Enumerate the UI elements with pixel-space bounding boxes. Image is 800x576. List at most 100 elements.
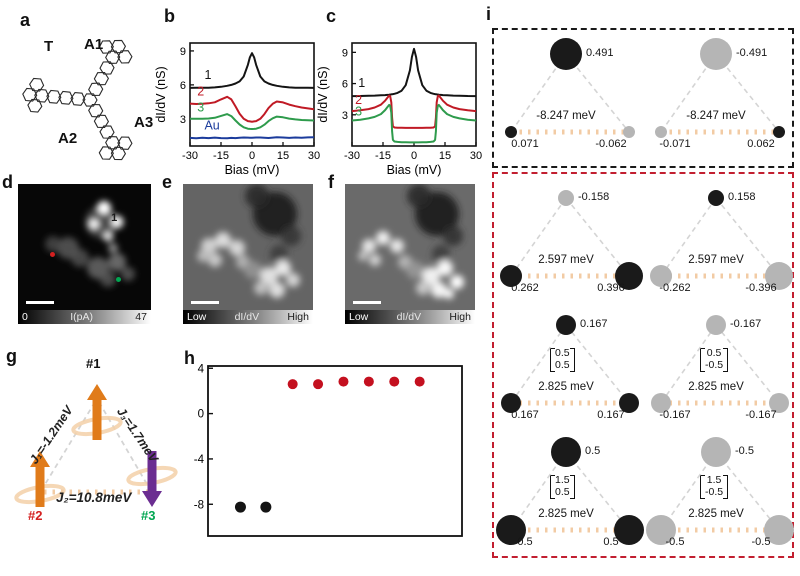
- spin-node-top: [708, 190, 724, 206]
- node-value-top: -0.167: [730, 318, 762, 330]
- stm-image-e-graphic: [183, 184, 313, 310]
- benzene-ring: [88, 82, 104, 97]
- x-tick-label: 30: [470, 150, 482, 162]
- x-axis-title: Bias (mV): [387, 163, 442, 177]
- marker-site-1: 1: [111, 212, 118, 225]
- triangle-graphic: [505, 38, 635, 138]
- data-point: [234, 501, 246, 513]
- series-label-Au: Au: [204, 119, 219, 133]
- data-point: [287, 379, 298, 390]
- series-label-1: 1: [204, 68, 211, 82]
- benzene-ring: [105, 136, 121, 150]
- triangle-edge: [660, 53, 717, 133]
- colorbar-f-label: dI/dV: [396, 311, 422, 323]
- node-value-bottom-left: -0.167: [659, 409, 691, 421]
- series-label-1: 1: [358, 76, 365, 90]
- colorbar-d-min: 0: [22, 311, 28, 323]
- benzene-ring: [98, 40, 114, 54]
- benzene-ring: [93, 114, 110, 129]
- spin-node-top: [556, 315, 576, 335]
- x-axis-title: Bias (mV): [225, 163, 280, 177]
- node-value-top: 0.167: [580, 318, 608, 330]
- node-value-bottom-right: 0.5: [603, 536, 619, 548]
- stm-image-d: 0 I(pA) 47 1: [18, 184, 151, 324]
- series-1: [351, 47, 477, 98]
- axes-frame: [207, 365, 463, 537]
- scalebar-f: [353, 300, 381, 304]
- spin-node-top: [550, 38, 582, 70]
- data-point: [363, 376, 374, 387]
- energy-value: 2.825 meV: [538, 381, 594, 393]
- triangle-graphic: [500, 190, 643, 290]
- stm-blob: [407, 184, 431, 208]
- state-vector: 1.5-0.5: [700, 474, 729, 500]
- stm-blob: [208, 253, 222, 267]
- benzene-ring: [110, 39, 127, 54]
- stm-blobs: [197, 184, 301, 298]
- stm-blob: [245, 184, 269, 208]
- node-value-top: 0.158: [728, 191, 756, 203]
- molecule-label-A3: A3: [134, 114, 154, 131]
- node-value-bottom-left: 0.262: [511, 282, 539, 294]
- node-value-bottom-left: -0.071: [659, 138, 691, 150]
- stm-blob: [260, 267, 278, 285]
- stm-blob: [108, 253, 126, 271]
- spin-node-bottom-left: [655, 126, 667, 138]
- spin-node-top: [701, 437, 731, 467]
- node-value-top: -0.5: [735, 445, 754, 457]
- y-tick-label: 6: [342, 79, 348, 91]
- stm-blob: [110, 215, 124, 229]
- colorbar-f: Low dI/dV High: [345, 310, 475, 324]
- triangle-edge: [715, 451, 780, 531]
- series-1: [189, 52, 315, 89]
- stm-blobs: [45, 201, 135, 287]
- triangle-graphic: [650, 190, 793, 290]
- panel-label-f: f: [328, 172, 334, 192]
- spin-node-top: [551, 437, 581, 467]
- spin-site-3-label: #3: [141, 508, 156, 523]
- benzene-ring: [110, 146, 127, 161]
- spin-node-bottom-left: [496, 515, 526, 545]
- spin-node-bottom-left: [501, 393, 521, 413]
- stm-blob: [201, 238, 217, 254]
- colorbar-e-max: High: [287, 311, 309, 323]
- triangle-edge: [565, 197, 630, 277]
- triangle-edge: [660, 451, 717, 531]
- benzene-ring: [105, 50, 121, 64]
- y-tick-label: 9: [342, 47, 348, 59]
- colorbar-e-min: Low: [187, 311, 207, 323]
- energy-value: 2.825 meV: [688, 508, 744, 520]
- colorbar-e: Low dI/dV High: [183, 310, 313, 324]
- x-tick-label: -15: [375, 150, 391, 162]
- triangle-edge: [660, 324, 717, 404]
- series-3: [351, 103, 477, 144]
- spin-node-bottom-left: [505, 126, 517, 138]
- x-tick-label: 0: [411, 150, 417, 162]
- y-tick-label: 9: [180, 46, 186, 58]
- spin-node-bottom-right: [765, 262, 793, 290]
- node-value-top: -0.158: [578, 191, 610, 203]
- molecule-label-T: T: [44, 38, 54, 55]
- spin-node-bottom-left: [650, 265, 672, 287]
- triangle-edge: [565, 451, 630, 531]
- triangle-edge: [510, 451, 567, 531]
- spin-node-bottom-right: [764, 515, 794, 545]
- y-axis-title: dI/dV (nS): [316, 66, 330, 122]
- stm-blob: [100, 271, 116, 287]
- colorbar-f-max: High: [449, 311, 471, 323]
- benzene-ring: [29, 77, 45, 92]
- triangle-edge: [565, 324, 630, 404]
- node-value-top: 0.491: [586, 47, 614, 59]
- benzene-ring: [93, 71, 110, 86]
- x-tick-label: -15: [213, 150, 229, 162]
- triangle-graphic: [496, 437, 644, 545]
- stm-blob: [369, 254, 381, 266]
- triangle-edge: [510, 197, 567, 277]
